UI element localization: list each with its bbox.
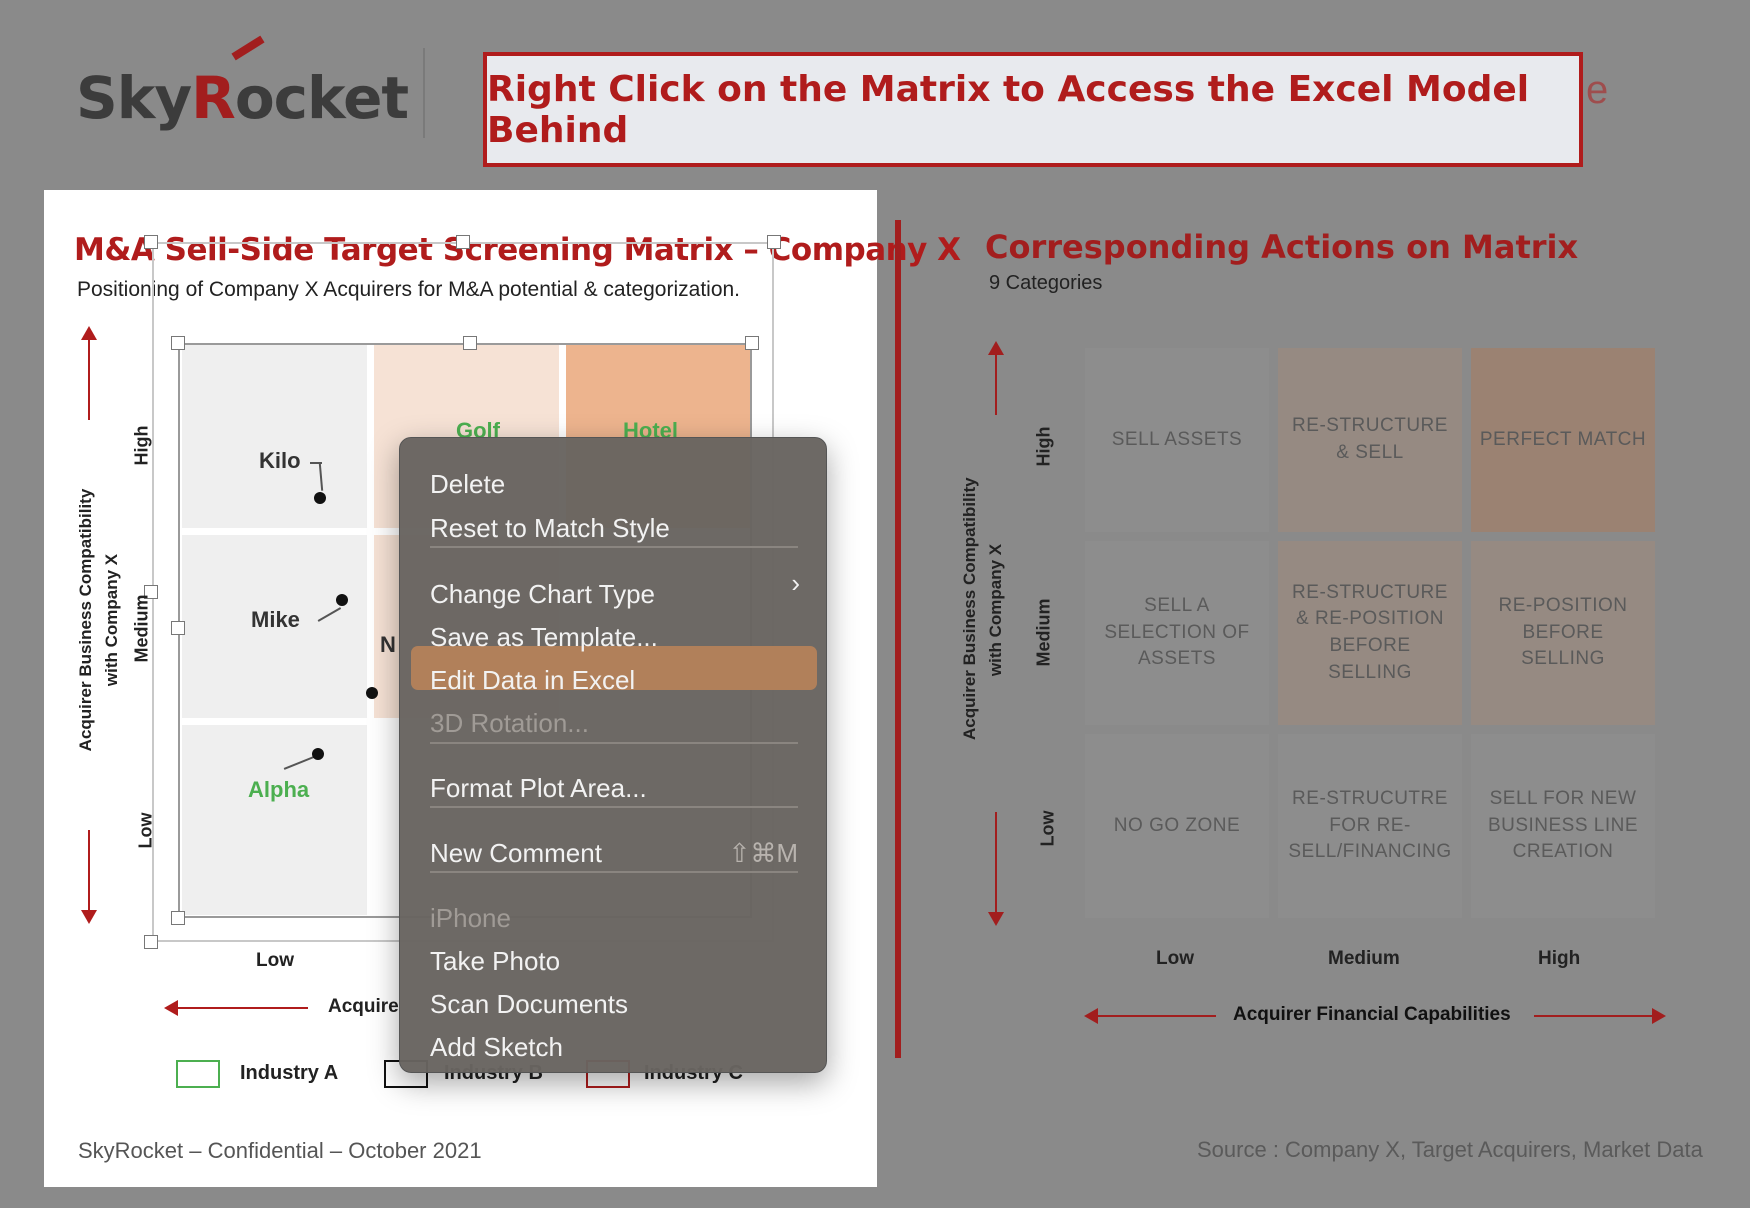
x-axis-label: Acquire xyxy=(328,996,399,1017)
action-cell-reposition: RE-POSITION BEFORE SELLING xyxy=(1471,541,1655,725)
obscured-title-fragment: e xyxy=(1586,68,1609,112)
action-cell-new-business-line: SELL FOR NEW BUSINESS LINE CREATION xyxy=(1471,734,1655,918)
y-tick-medium: Medium xyxy=(131,594,152,663)
data-point-alpha[interactable] xyxy=(312,748,324,760)
banner-text: Right Click on the Matrix to Access the … xyxy=(487,68,1530,151)
y-axis-arrow-up xyxy=(81,326,97,420)
matrix-cell-high-low[interactable] xyxy=(182,345,367,528)
y-axis-label-line2: with Company X xyxy=(102,553,121,687)
resize-handle[interactable] xyxy=(767,235,781,249)
y-axis-arrow-down xyxy=(81,830,97,924)
point-label-alpha: Alpha xyxy=(248,777,310,802)
menu-separator xyxy=(430,806,798,808)
right-y-tick-high: High xyxy=(1033,426,1054,467)
skyrocket-logo: SkyRocket xyxy=(76,35,409,136)
right-x-tick-medium: Medium xyxy=(1328,948,1400,969)
action-cell-restructure-reposition: RE-STRUCTURE & RE-POSITION BEFORE SELLIN… xyxy=(1278,541,1462,725)
legend-swatch-industry-a xyxy=(176,1060,220,1088)
menu-item-reset-to-match-style[interactable]: Reset to Match Style xyxy=(430,513,670,543)
instruction-banner: Right Click on the Matrix to Access the … xyxy=(483,52,1583,167)
logo-tick-mark xyxy=(231,35,265,61)
menu-separator xyxy=(430,871,798,873)
menu-item-save-as-template[interactable]: Save as Template... xyxy=(430,622,658,652)
actions-subtitle: 9 Categories xyxy=(989,272,1103,294)
right-y-tick-medium: Medium xyxy=(1033,598,1054,667)
menu-item-add-sketch[interactable]: Add Sketch xyxy=(430,1032,563,1062)
menu-item-change-chart-type[interactable]: Change Chart Type xyxy=(430,579,655,609)
context-menu: Delete Reset to Match Style Change Chart… xyxy=(399,437,827,1073)
data-point-n[interactable] xyxy=(366,687,378,699)
right-x-arrow-right xyxy=(1534,1008,1666,1024)
plot-handle[interactable] xyxy=(171,621,185,635)
menu-item-3d-rotation: 3D Rotation... xyxy=(430,708,589,738)
menu-section-iphone: iPhone xyxy=(430,903,511,933)
y-axis-label-line1: Acquirer Business Compatibility xyxy=(76,488,95,752)
menu-separator xyxy=(430,546,798,548)
legend-label-industry-a: Industry A xyxy=(240,1062,339,1084)
right-y-axis-label-line1: Acquirer Business Compatibility xyxy=(960,477,979,740)
menu-highlight xyxy=(411,646,817,690)
matrix-cell-low-low[interactable] xyxy=(182,725,367,915)
chevron-right-icon: › xyxy=(791,568,800,598)
right-y-arrow-up xyxy=(988,341,1004,415)
right-y-tick-low: Low xyxy=(1037,810,1058,847)
right-x-tick-high: High xyxy=(1538,948,1581,969)
plot-handle[interactable] xyxy=(745,336,759,350)
new-comment-shortcut: ⇧⌘M xyxy=(728,838,798,868)
matrix-cell-medium-low[interactable] xyxy=(182,535,367,718)
plot-handle[interactable] xyxy=(171,911,185,925)
point-label-kilo: Kilo xyxy=(259,448,301,473)
right-y-arrow-down xyxy=(988,812,1004,926)
action-cell-no-go-zone: NO GO ZONE xyxy=(1085,734,1269,918)
slide-footer: SkyRocket – Confidential – October 2021 xyxy=(78,1138,482,1163)
menu-separator xyxy=(430,742,798,744)
y-tick-high: High xyxy=(131,425,152,466)
menu-item-delete[interactable]: Delete xyxy=(430,469,506,499)
right-x-axis-label: Acquirer Financial Capabilities xyxy=(1233,1004,1511,1025)
logo-text: SkyRocket xyxy=(76,64,409,132)
point-label-n: N xyxy=(380,632,396,657)
point-label-mike: Mike xyxy=(251,607,300,632)
resize-handle[interactable] xyxy=(144,585,158,599)
source-note: Source : Company X, Target Acquirers, Ma… xyxy=(1197,1137,1703,1162)
menu-item-take-photo[interactable]: Take Photo xyxy=(430,946,561,976)
header-divider xyxy=(423,48,425,138)
action-cell-sell-assets: SELL ASSETS xyxy=(1085,348,1269,532)
section-divider xyxy=(895,220,901,1058)
resize-handle[interactable] xyxy=(144,935,158,949)
menu-item-edit-data-in-excel[interactable]: Edit Data in Excel xyxy=(430,665,636,695)
data-point-kilo[interactable] xyxy=(314,492,326,504)
menu-item-new-comment[interactable]: New Comment xyxy=(430,838,602,868)
right-x-tick-low: Low xyxy=(1156,948,1194,969)
right-y-axis-label-line2: with Company X xyxy=(986,543,1005,677)
action-cell-restructure-sell: RE-STRUCTURE & SELL xyxy=(1278,348,1462,532)
actions-title: Corresponding Actions on Matrix xyxy=(985,228,1579,266)
x-tick-low: Low xyxy=(256,950,294,971)
plot-handle[interactable] xyxy=(463,336,477,350)
y-tick-low: Low xyxy=(135,812,156,849)
action-cell-perfect-match: PERFECT MATCH xyxy=(1471,348,1655,532)
x-axis-arrow-left xyxy=(164,1000,308,1016)
resize-handle[interactable] xyxy=(144,235,158,249)
action-cell-restructure-financing: RE-STRUCUTRE FOR RE-SELL/FINANCING xyxy=(1278,734,1462,918)
right-x-arrow-left xyxy=(1084,1008,1216,1024)
resize-handle[interactable] xyxy=(456,235,470,249)
leader-line xyxy=(310,462,322,464)
action-cell-sell-selection: SELL A SELECTION OF ASSETS xyxy=(1085,541,1269,725)
data-point-mike[interactable] xyxy=(336,594,348,606)
plot-handle[interactable] xyxy=(171,336,185,350)
menu-item-scan-documents[interactable]: Scan Documents xyxy=(430,989,628,1019)
slide-title: M&A Sell-Side Target Screening Matrix – … xyxy=(74,232,961,268)
menu-item-format-plot-area[interactable]: Format Plot Area... xyxy=(430,773,647,803)
slide-subtitle: Positioning of Company X Acquirers for M… xyxy=(77,278,741,301)
